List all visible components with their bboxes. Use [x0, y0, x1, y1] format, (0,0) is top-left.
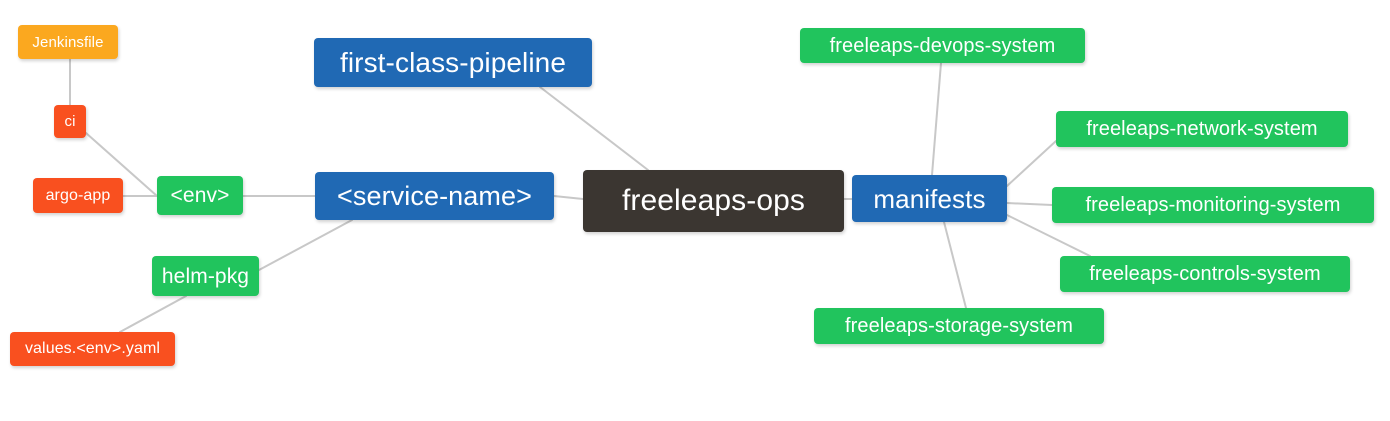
node-label-first-class-pipeline: first-class-pipeline [339, 46, 567, 78]
edge-values-helm-pkg [119, 295, 187, 333]
node-label-values-yaml: values.<env>.yaml [24, 340, 161, 357]
edge-helm-pkg-service-name [258, 219, 353, 271]
node-label-argo-app: argo-app [45, 186, 111, 204]
node-label-freeleaps-storage-system: freeleaps-storage-system [844, 315, 1074, 337]
node-values-yaml[interactable]: values.<env>.yaml [10, 332, 175, 366]
node-env[interactable]: <env> [157, 176, 243, 215]
node-label-ci: ci [64, 113, 76, 130]
edge-service-name-ops [553, 195, 584, 200]
node-first-class-pipeline[interactable]: first-class-pipeline [314, 38, 592, 87]
node-label-manifests: manifests [873, 183, 986, 214]
node-argo-app[interactable]: argo-app [33, 178, 123, 213]
node-manifests[interactable]: manifests [852, 175, 1007, 222]
node-jenkinsfile[interactable]: Jenkinsfile [18, 25, 118, 59]
node-label-freeleaps-ops: freeleaps-ops [621, 184, 806, 217]
node-helm-pkg[interactable]: helm-pkg [152, 256, 259, 296]
node-freeleaps-storage-system[interactable]: freeleaps-storage-system [814, 308, 1104, 344]
node-label-freeleaps-controls-system: freeleaps-controls-system [1089, 263, 1321, 285]
edge-manifests-storage [943, 221, 967, 309]
node-label-env: <env> [170, 184, 230, 207]
node-label-freeleaps-monitoring-system: freeleaps-monitoring-system [1085, 194, 1341, 216]
node-label-service-name: <service-name> [337, 180, 532, 211]
node-label-freeleaps-network-system: freeleaps-network-system [1086, 118, 1318, 140]
node-ci[interactable]: ci [54, 105, 86, 138]
node-label-helm-pkg: helm-pkg [161, 264, 250, 288]
edge-manifests-devops [931, 62, 942, 176]
node-freeleaps-controls-system[interactable]: freeleaps-controls-system [1060, 256, 1350, 292]
edge-manifests-monitoring [1006, 202, 1053, 206]
node-freeleaps-monitoring-system[interactable]: freeleaps-monitoring-system [1052, 187, 1374, 223]
edge-pipeline-ops [539, 86, 649, 171]
node-freeleaps-ops[interactable]: freeleaps-ops [583, 170, 844, 232]
node-service-name[interactable]: <service-name> [315, 172, 554, 220]
node-label-freeleaps-devops-system: freeleaps-devops-system [829, 34, 1056, 57]
node-freeleaps-network-system[interactable]: freeleaps-network-system [1056, 111, 1348, 147]
node-freeleaps-devops-system[interactable]: freeleaps-devops-system [800, 28, 1085, 63]
node-label-jenkinsfile: Jenkinsfile [32, 33, 104, 51]
edge-manifests-network [1006, 140, 1057, 187]
